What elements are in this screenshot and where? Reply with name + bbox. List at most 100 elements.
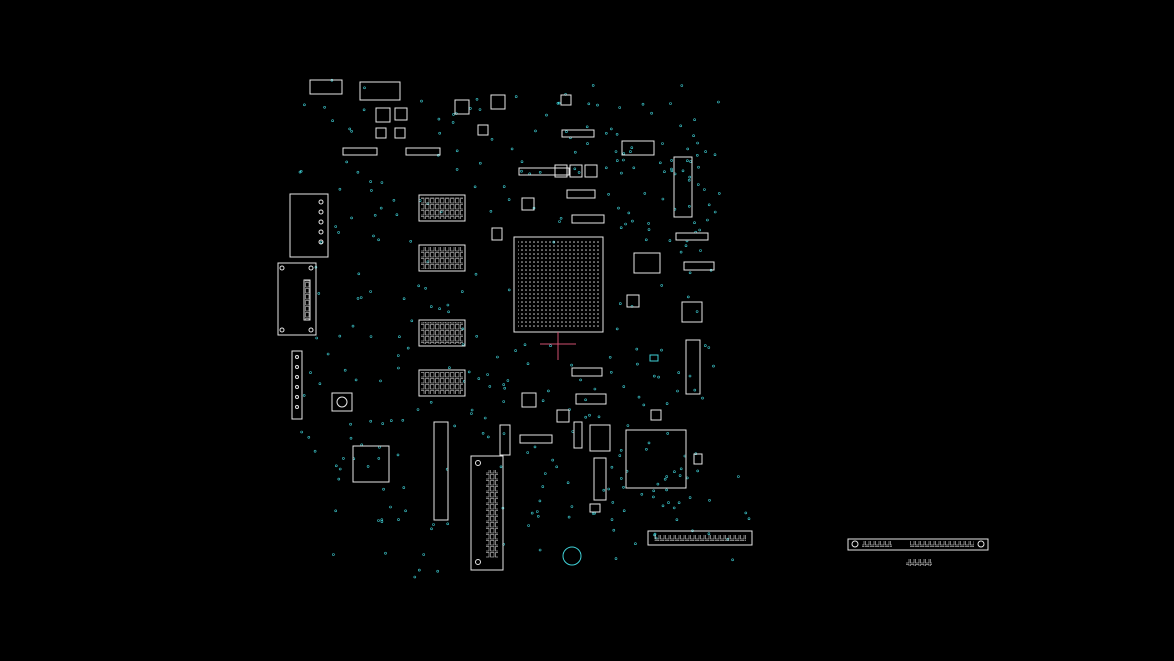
via-pad [357,272,361,276]
via-pad [637,395,641,399]
button-switch[interactable] [331,392,353,412]
via-pad [545,113,548,117]
via-pad [363,86,366,90]
via-pad [615,133,619,136]
via-pad [573,167,577,171]
via-pad [470,412,473,415]
via-pad [626,424,630,427]
chip-left-bottom[interactable] [352,445,390,483]
via-pad [356,170,360,174]
via-pad [699,249,702,252]
memory-chip-3[interactable] [418,319,466,347]
top-component-cluster[interactable] [309,79,693,218]
via-pad [680,84,684,87]
via-pad [318,382,322,386]
via-pad [351,324,355,328]
cpu-bga-package[interactable] [513,236,604,360]
via-pad [687,178,691,182]
via-pad [596,103,599,107]
via-pad [381,422,385,425]
via-pad [669,102,672,105]
via-pad [510,147,514,151]
vertical-connector-a[interactable] [433,421,449,521]
via-pad [496,355,499,359]
via-pad [538,548,542,552]
via-pad [343,368,347,372]
right-component-cluster[interactable] [625,232,715,489]
via-pad [490,138,494,141]
via-pad [549,344,552,348]
via-pad [370,189,373,192]
via-pad [317,292,321,295]
via-pad [396,354,400,357]
via-pad [409,240,413,243]
upper-middle-cluster[interactable] [491,164,605,241]
via-pad [713,153,717,156]
connector-left-top[interactable] [289,193,329,258]
via-pad [689,160,692,163]
via-pad [558,220,561,223]
via-pad [657,375,660,379]
component-layer [277,79,989,571]
via-pad [503,386,507,390]
bottom-edge-connector[interactable] [647,530,753,546]
via-pad [707,203,711,207]
via-pad [478,108,482,111]
memory-chip-4[interactable] [418,369,466,397]
via-pad [706,218,709,222]
via-pad [607,487,611,491]
via-pad [641,102,645,106]
via-pad [614,557,618,560]
via-pad-scatter [298,78,751,579]
via-pad [470,408,474,412]
via-pad [597,415,601,419]
header-left-vertical[interactable] [291,350,303,420]
via-pad [656,482,660,486]
via-pad [619,448,623,452]
daughter-board-connector[interactable] [847,538,989,566]
via-pad [631,219,634,223]
via-pad [488,385,492,388]
via-pad [331,119,334,122]
via-pad [573,150,577,154]
via-pad [326,352,330,356]
via-pad [642,403,646,407]
via-pad [676,389,679,393]
lower-middle-cluster[interactable] [499,367,611,513]
via-pad [610,518,614,521]
via-pad [507,198,511,201]
via-pad [693,388,697,392]
via-pad [406,346,410,350]
vertical-connector-b[interactable] [470,455,504,571]
connector-left-middle[interactable] [277,262,317,336]
via-pad [499,465,503,469]
via-pad [703,344,707,347]
memory-chip-1[interactable] [418,194,466,222]
via-pad [661,197,665,201]
via-pad [389,505,392,509]
via-pad [489,210,493,213]
via-pad [422,553,426,556]
via-pad [338,187,342,191]
via-pad [577,171,581,174]
via-pad [652,489,656,493]
via-pad [538,171,542,174]
via-pad [382,487,385,491]
via-pad [609,127,613,131]
via-pad [611,501,615,504]
via-pad [619,477,623,480]
via-pad [369,290,372,293]
via-pad [604,166,608,170]
via-pad [380,181,384,184]
via-pad [698,228,702,232]
memory-chip-2[interactable] [418,244,466,272]
via-pad [342,457,345,460]
via-pad [636,362,639,366]
via-pad [526,362,530,366]
via-pad [350,130,353,133]
via-pad [663,477,667,481]
via-pad [678,474,682,477]
via-pad [534,129,537,133]
